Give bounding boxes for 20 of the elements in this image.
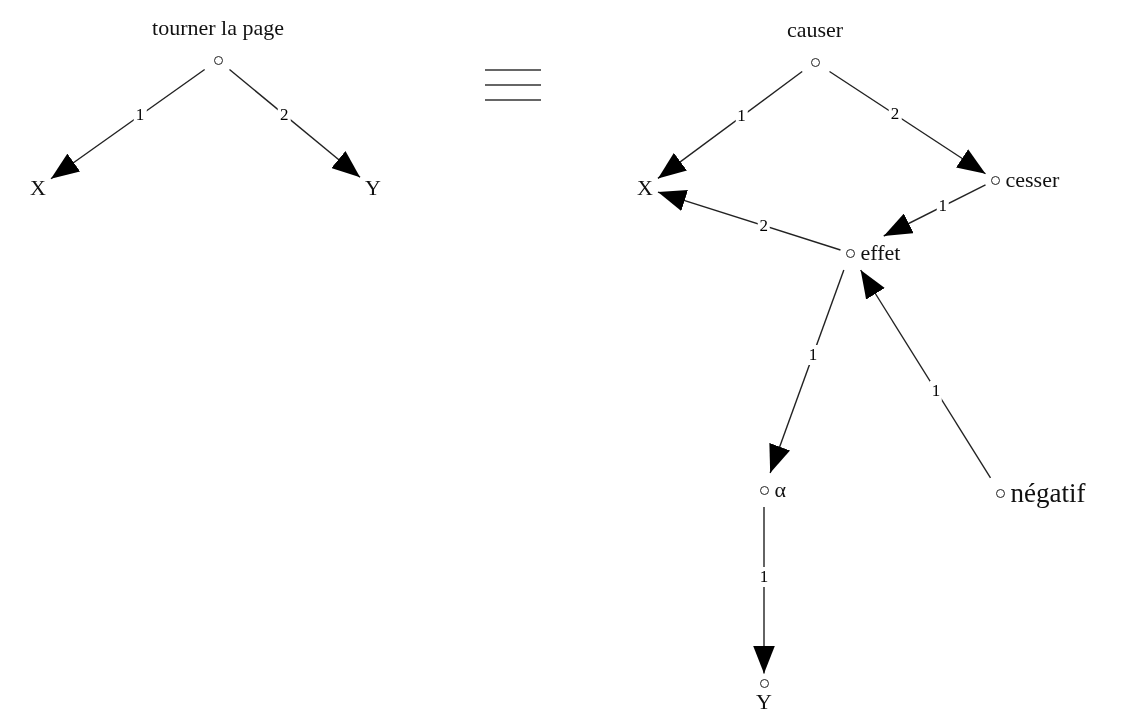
node-label: causer — [786, 17, 844, 42]
node-label: cesser — [1005, 168, 1060, 192]
node-label: Y — [756, 689, 772, 714]
node-label: X — [30, 176, 46, 200]
node-label: α — [774, 478, 787, 502]
arrow — [828, 70, 987, 175]
node-label: tourner la page — [152, 15, 284, 40]
node-label: Y — [365, 176, 381, 200]
node-label: X — [637, 176, 653, 200]
arrow — [50, 68, 206, 180]
edge-label: 1 — [929, 380, 943, 401]
arrow — [657, 190, 842, 251]
arrow — [859, 269, 992, 479]
arrow — [769, 269, 845, 474]
arrow — [883, 184, 987, 237]
node-label: effet — [860, 241, 901, 265]
arrow — [753, 506, 775, 675]
arrow — [657, 70, 803, 180]
arrow — [228, 68, 361, 178]
edge-label: 1 — [806, 345, 820, 366]
